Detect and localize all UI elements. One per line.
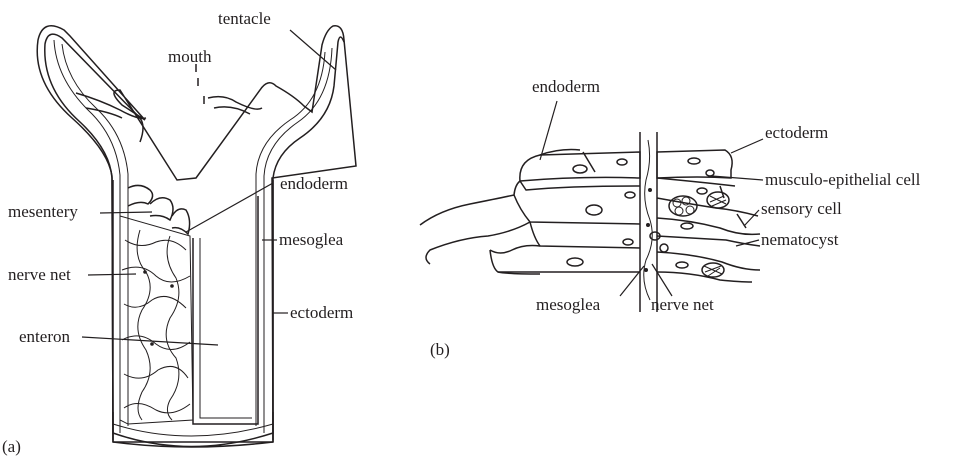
label-enteron: enteron	[19, 327, 70, 346]
panel-a-tag: (a)	[2, 437, 21, 456]
label-sensory-cell: sensory cell	[761, 199, 842, 218]
label-tentacle: tentacle	[218, 9, 271, 28]
label-nematocyst: nematocyst	[761, 230, 839, 249]
label-mesoglea-a: mesoglea	[279, 230, 344, 249]
panel-b-labels: endoderm ectoderm musculo-epithelial cel…	[430, 77, 921, 359]
label-mesentery: mesentery	[8, 202, 78, 221]
label-mesoglea-b: mesoglea	[536, 295, 601, 314]
label-nerve-net-a: nerve net	[8, 265, 71, 284]
label-ectoderm-b: ectoderm	[765, 123, 828, 142]
panel-b-tag: (b)	[430, 340, 450, 359]
label-ectoderm-a: ectoderm	[290, 303, 353, 322]
label-endoderm-b: endoderm	[532, 77, 600, 96]
label-nerve-net-b: nerve net	[651, 295, 714, 314]
label-musculo-epithelial-cell: musculo-epithelial cell	[765, 170, 921, 189]
tissue-section-drawing	[420, 132, 760, 312]
label-mouth: mouth	[168, 47, 212, 66]
label-endoderm-a: endoderm	[280, 174, 348, 193]
